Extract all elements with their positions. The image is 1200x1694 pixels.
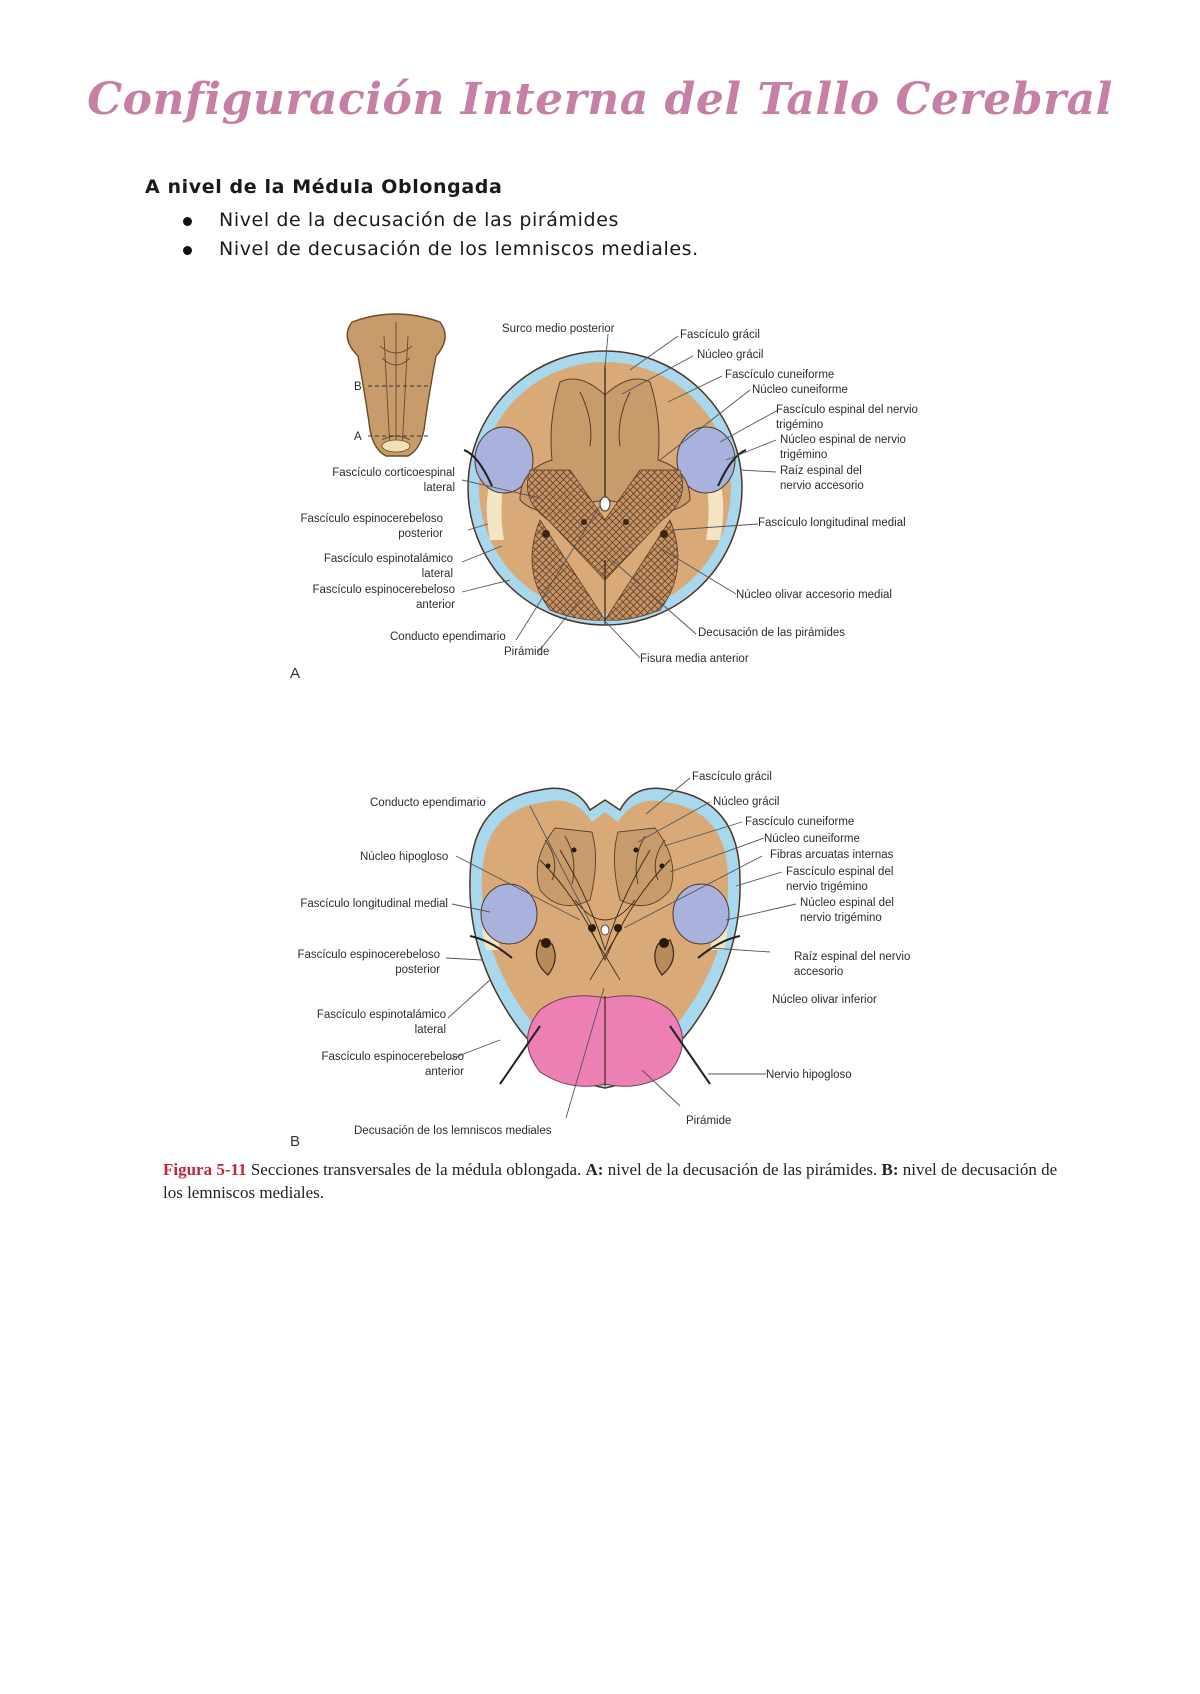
label-b-nucleo-cuneiforme: Núcleo cuneiforme (764, 833, 860, 845)
page-title: Configuración Interna del Tallo Cerebral (87, 74, 1113, 125)
label-fasciculo-gracil: Fascículo grácil (680, 329, 760, 341)
label-fasc-espinal-trig: Fascículo espinal del nervio (776, 404, 918, 416)
label-b-fasc-espinotalamico-2: lateral (415, 1024, 446, 1036)
cross-section-a (463, 350, 747, 626)
label-nucleo-espinal-trig: Núcleo espinal de nervio (780, 434, 906, 446)
label-fasc-longitudinal-medial: Fascículo longitudinal medial (758, 517, 906, 529)
label-b-raiz-espinal-2: accesorio (794, 966, 843, 978)
label-fasc-espinal-trig-2: trigémino (776, 419, 823, 431)
label-fasc-espinotalamico: Fascículo espinotalámico (324, 553, 453, 565)
label-b-fasc-espinotalamico: Fascículo espinotalámico (317, 1009, 446, 1021)
label-nucleo-cuneiforme: Núcleo cuneiforme (752, 384, 848, 396)
figure-a: B A (290, 313, 918, 682)
label-b-nucleo-hipogloso: Núcleo hipogloso (360, 851, 448, 863)
bullet-icon (183, 217, 192, 226)
label-b-fasciculo-gracil: Fascículo grácil (692, 771, 772, 783)
caption-b-label: B: (881, 1160, 899, 1179)
label-fasc-corticoespinal: Fascículo corticoespinal (332, 467, 455, 479)
section-heading: A nivel de la Médula Oblongada (145, 176, 503, 198)
label-fasc-espinotalamico-2: lateral (422, 568, 453, 580)
label-decusacion-piramides: Decusación de las pirámides (698, 627, 845, 639)
label-b-nucleo-gracil: Núcleo grácil (713, 796, 779, 808)
figure-b-leader-lines (445, 777, 797, 1119)
label-b-nucleo-espinal-trig: Núcleo espinal del (800, 897, 894, 909)
label-b-nucleo-olivar-inferior: Núcleo olivar inferior (772, 994, 877, 1006)
label-b-nervio-hipogloso: Nervio hipogloso (766, 1069, 852, 1081)
panel-label-b: B (290, 1133, 300, 1150)
label-b-fasciculo-cuneiforme: Fascículo cuneiforme (745, 816, 854, 828)
label-raiz-espinal-2: nervio accesorio (780, 480, 864, 492)
bullet-list: Nivel de la decusación de las pirámides … (145, 206, 1045, 264)
label-fasc-espinocerebeloso-post: Fascículo espinocerebeloso (300, 513, 443, 525)
label-fasciculo-cuneiforme: Fascículo cuneiforme (725, 369, 834, 381)
label-b-fasc-espinocerebeloso-post: Fascículo espinocerebeloso (297, 949, 440, 961)
label-conducto-ependimario: Conducto ependimario (390, 631, 506, 643)
label-fasc-corticoespinal-2: lateral (424, 482, 455, 494)
cross-section-b (469, 787, 741, 1089)
label-b-fasc-longitudinal-medial: Fascículo longitudinal medial (300, 898, 448, 910)
label-b-fibras-arcuatas: Fibras arcuatas internas (770, 849, 894, 861)
brainstem-label-b: B (354, 381, 362, 393)
label-b-piramide: Pirámide (686, 1115, 731, 1127)
label-nucleo-espinal-trig-2: trigémino (780, 449, 827, 461)
label-b-fasc-espinocerebeloso-ant-2: anterior (425, 1066, 464, 1078)
label-nucleo-olivar-accesorio: Núcleo olivar accesorio medial (736, 589, 892, 601)
panel-label-a: A (290, 665, 300, 682)
label-b-fasc-espinal-trig: Fascículo espinal del (786, 866, 893, 878)
label-b-decusacion-lemniscos: Decusación de los lemniscos mediales (354, 1125, 552, 1137)
label-raiz-espinal: Raíz espinal del (780, 465, 862, 477)
figure-caption: Figura 5-11 Secciones transversales de l… (163, 1160, 1058, 1202)
label-b-fasc-espinal-trig-2: nervio trigémino (786, 881, 868, 893)
label-surco-medio-posterior: Surco medio posterior (502, 323, 615, 335)
bullet-icon (183, 246, 192, 255)
bullet-item: Nivel de decusación de los lemniscos med… (183, 235, 1045, 264)
label-b-fasc-espinocerebeloso-post-2: posterior (395, 964, 440, 976)
label-fasc-espinocerebeloso-ant-2: anterior (416, 599, 455, 611)
section-medula-oblongada: A nivel de la Médula Oblongada Nivel de … (145, 176, 1045, 264)
label-nucleo-gracil: Núcleo grácil (697, 349, 763, 361)
label-b-conducto-ependimario: Conducto ependimario (370, 797, 486, 809)
label-fasc-espinocerebeloso-post-2: posterior (398, 528, 443, 540)
label-fisura-media-anterior: Fisura media anterior (640, 653, 749, 665)
caption-figure-number: Figura 5-11 (163, 1160, 247, 1179)
figure-b: Fascículo grácil Conducto ependimario Nú… (290, 771, 910, 1150)
label-b-nucleo-espinal-trig-2: nervio trigémino (800, 912, 882, 924)
label-b-raiz-espinal: Raíz espinal del nervio (794, 951, 910, 963)
bullet-item: Nivel de la decusación de las pirámides (183, 206, 1045, 235)
label-piramide: Pirámide (504, 646, 549, 658)
figure-a-leader-lines (461, 333, 779, 659)
label-b-fasc-espinocerebeloso-ant: Fascículo espinocerebeloso (321, 1051, 464, 1063)
caption-a-label: A: (585, 1160, 604, 1179)
brainstem-label-a: A (354, 431, 362, 443)
label-fasc-espinocerebeloso-ant: Fascículo espinocerebeloso (312, 584, 455, 596)
brainstem-outline (346, 313, 446, 457)
